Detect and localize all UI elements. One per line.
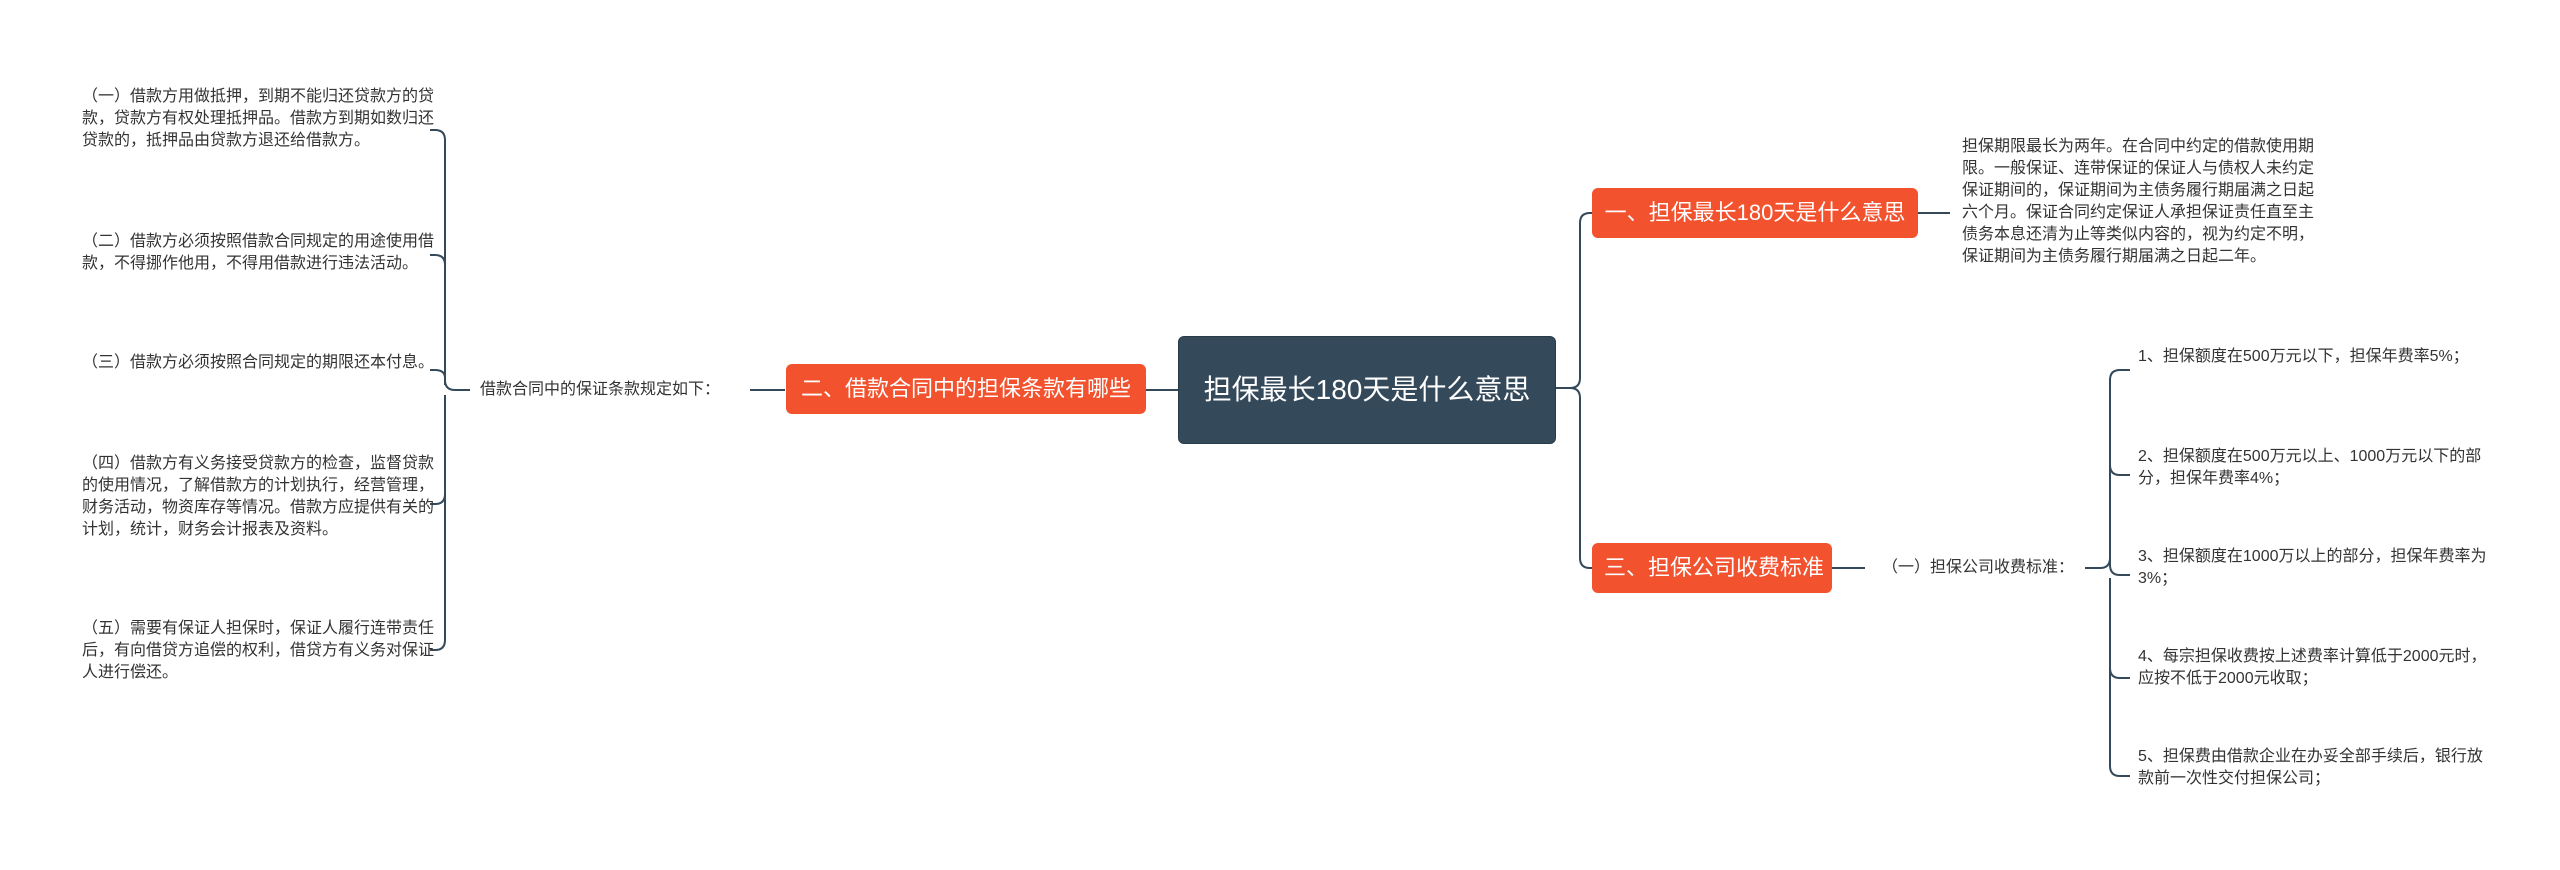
branch-2-sub-label: 借款合同中的保证条款规定如下： (480, 381, 721, 398)
branch-2-item-2: （二）借款方必须按照借款合同规定的用途使用借款，不得挪作他用，不得用借款进行违法… (82, 233, 435, 272)
root-node[interactable]: 担保最长180天是什么意思 (1178, 336, 1556, 444)
branch-node-3[interactable]: 三、担保公司收费标准 (1592, 543, 1832, 593)
branch-2-item-5: （五）需要有保证人担保时，保证人履行连带责任后，有向借贷方追偿的权利，借贷方有义… (82, 620, 435, 681)
branch-3-item-5: 5、担保费由借款企业在办妥全部手续后，银行放款前一次性交付担保公司； (2138, 748, 2483, 787)
branch-2-label: 二、借款合同中的担保条款有哪些 (800, 376, 1131, 401)
branch-2-item-4: （四）借款方有义务接受贷款方的检查，监督贷款的使用情况，了解借款方的计划执行，经… (82, 455, 435, 538)
branch-3-sub-label: （一）担保公司收费标准： (1882, 559, 2075, 576)
root-title: 担保最长180天是什么意思 (1203, 374, 1531, 405)
connector-b3-items (2085, 369, 2130, 569)
branch-3-label: 三、担保公司收费标准 (1604, 555, 1825, 580)
connector-root-b1 (1555, 212, 1600, 389)
branch-3-item-3: 3、担保额度在1000万以上的部分，担保年费率为3%； (2138, 548, 2487, 587)
branch-node-1[interactable]: 一、担保最长180天是什么意思 (1592, 188, 1918, 238)
branch-3-item-2: 2、担保额度在500万元以上、1000万元以下的部分，担保年费率4%； (2138, 448, 2482, 487)
connector-root-b3 (1569, 387, 1600, 569)
branch-1-label: 一、担保最长180天是什么意思 (1604, 200, 1906, 225)
branch-node-2[interactable]: 二、借款合同中的担保条款有哪些 (786, 364, 1146, 414)
branch-3-item-4: 4、每宗担保收费按上述费率计算低于2000元时，应按不低于2000元收取； (2138, 648, 2487, 687)
branch-2-item-1: （一）借款方用做抵押，到期不能归还贷款方的贷款，贷款方有权处理抵押品。借款方到期… (82, 88, 435, 149)
branch-1-leaf: 担保期限最长为两年。在合同中约定的借款使用期限。一般保证、连带保证的保证人与债权… (1962, 138, 2315, 265)
branch-2-item-3: （三）借款方必须按照合同规定的期限还本付息。 (82, 354, 435, 371)
branch-3-item-1: 1、担保额度在500万元以下，担保年费率5%； (2138, 348, 2469, 365)
